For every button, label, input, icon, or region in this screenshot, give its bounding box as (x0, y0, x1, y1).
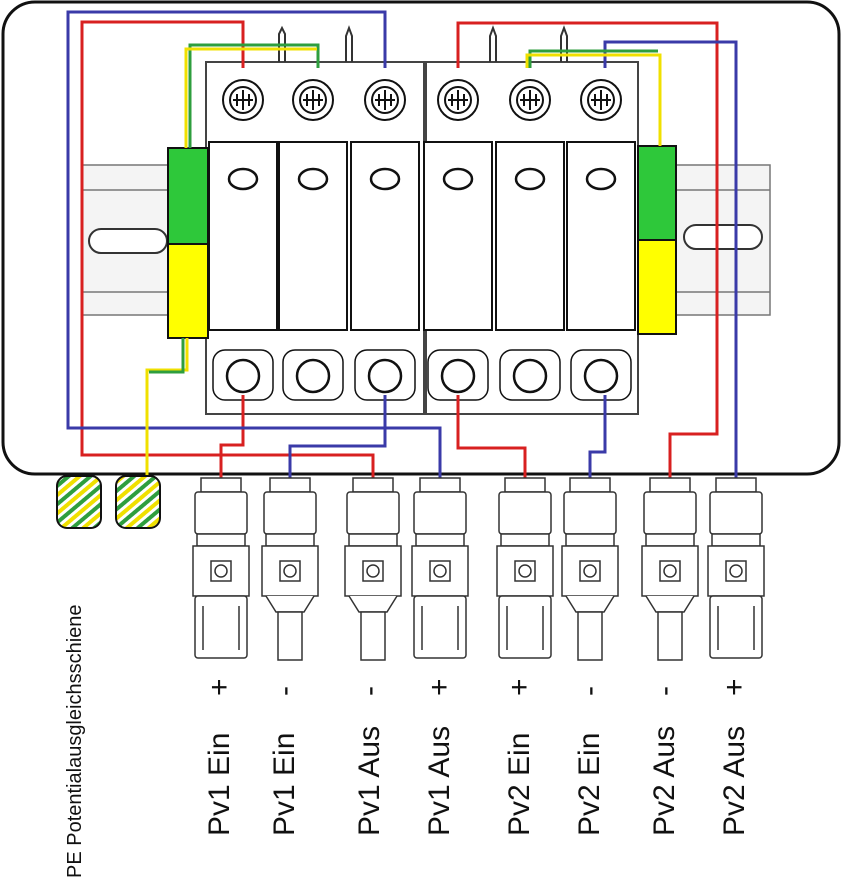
mc4-connector (561, 477, 619, 661)
mc4-connector (641, 477, 699, 661)
connector-polarity-label: - (268, 686, 301, 696)
connector-nut (709, 491, 763, 535)
connector-polarity-label: - (353, 686, 386, 696)
connector-tip-female (498, 595, 552, 659)
connector-nut (263, 491, 317, 535)
mc4-connector (192, 477, 250, 659)
wire-yellow (145, 338, 189, 478)
wire-red (456, 21, 719, 478)
end-piece-right-yellow (637, 239, 677, 335)
connector-name-label: Pv1 Aus (353, 725, 386, 836)
bottom-terminal (225, 358, 261, 394)
status-window (369, 167, 401, 191)
connector-latch (645, 595, 695, 613)
wire-red (219, 395, 245, 478)
connector-tip-male (277, 611, 303, 661)
connector-latch (565, 595, 615, 613)
connector-name-label: Pv1 Aus (423, 725, 456, 836)
end-piece-left-green (167, 147, 209, 245)
top-pin (278, 25, 286, 62)
connector-name-label: Pv1 Ein (268, 732, 301, 836)
mc4-connector (707, 477, 765, 659)
bottom-terminal (367, 358, 403, 394)
wire-yellow (184, 47, 317, 148)
pe-gland (56, 475, 102, 529)
wire-green (149, 338, 185, 374)
mc4-connector (411, 477, 469, 659)
end-piece-left-yellow (167, 243, 209, 339)
bottom-terminal (440, 358, 476, 394)
connector-nut (643, 491, 697, 535)
connector-nut (346, 491, 400, 535)
status-window (227, 167, 259, 191)
mc4-connector (261, 477, 319, 661)
wire-green (188, 43, 320, 148)
wire-yellow (525, 53, 662, 146)
connector-name-label: Pv2 Aus (718, 725, 751, 836)
status-window (442, 167, 474, 191)
wire-blue (288, 395, 387, 478)
top-pin (345, 25, 353, 62)
status-window (585, 167, 617, 191)
top-pin (560, 25, 568, 62)
connector-tip-male (657, 611, 683, 661)
connector-polarity-label: + (203, 678, 236, 696)
connector-name-label: Pv2 Ein (573, 732, 606, 836)
connector-tip-male (360, 611, 386, 661)
connector-nut (413, 491, 467, 535)
connector-nut (194, 491, 248, 535)
wires (66, 10, 738, 478)
pe-gland (115, 475, 161, 529)
connector-nut (498, 491, 552, 535)
connector-name-label: Pv1 Ein (203, 732, 236, 836)
module-cell (566, 79, 636, 401)
module-cell (278, 79, 348, 401)
module-cell (423, 79, 493, 401)
mc4-connector (496, 477, 554, 659)
connector-tip-female (413, 595, 467, 659)
mc4-connector (344, 477, 402, 661)
wire-red (80, 20, 375, 478)
connector-tip-female (709, 595, 763, 659)
connector-name-label: Pv2 Aus (648, 725, 681, 836)
module-cell (208, 79, 278, 401)
connector-polarity-label: + (503, 678, 536, 696)
top-pin (489, 25, 497, 62)
connector-polarity-label: - (648, 686, 681, 696)
module-insert (495, 141, 565, 331)
end-piece-right-green (637, 145, 677, 241)
wire-red (456, 395, 527, 478)
connector-tip-male (577, 611, 603, 661)
bottom-terminal (295, 358, 331, 394)
surge-modules (167, 61, 677, 415)
connector-polarity-label: - (573, 686, 606, 696)
connector-polarity-label: + (423, 678, 456, 696)
pe-label: PE Potentialausgleichsschiene (64, 604, 86, 878)
connector-row (192, 477, 765, 661)
wire-blue (588, 395, 607, 478)
bottom-terminal (583, 358, 619, 394)
module-cell (495, 79, 565, 401)
connector-body (707, 545, 765, 597)
connector-name-label: Pv2 Ein (503, 732, 536, 836)
status-window (514, 167, 546, 191)
wire-green (528, 49, 658, 68)
connector-latch (348, 595, 398, 613)
wire-blue (66, 10, 442, 478)
connector-latch (265, 595, 315, 613)
bottom-terminal (512, 358, 548, 394)
connector-polarity-label: + (718, 678, 751, 696)
connector-tip-female (194, 595, 248, 659)
module-cell (350, 79, 420, 401)
status-window (297, 167, 329, 191)
connector-nut (563, 491, 617, 535)
